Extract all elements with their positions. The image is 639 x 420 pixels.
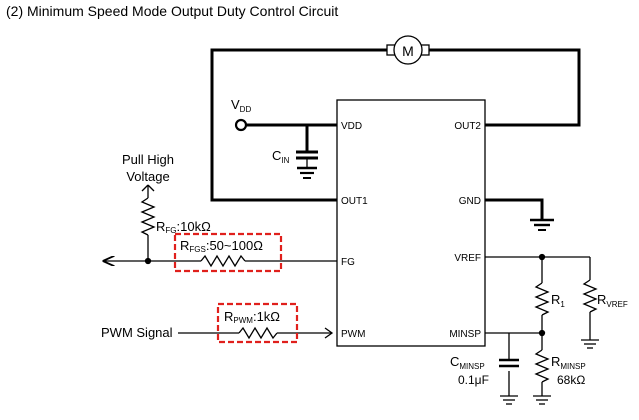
diagram-title: (2) Minimum Speed Mode Output Duty Contr… bbox=[6, 3, 339, 19]
cminsp-ground-symbol bbox=[500, 395, 518, 405]
vdd-label: VDD bbox=[231, 97, 251, 114]
rpwm-label: RPWM:1kΩ bbox=[224, 309, 280, 325]
pull-high-line2: Voltage bbox=[126, 169, 169, 184]
pwm-arrow bbox=[324, 327, 334, 339]
rpwm-resistor bbox=[238, 326, 278, 340]
gnd-symbol bbox=[485, 198, 554, 231]
fg-node bbox=[144, 257, 152, 265]
pin-out2: OUT2 bbox=[454, 121, 481, 132]
motor-symbol: M bbox=[386, 35, 430, 65]
cminsp-capacitor bbox=[499, 358, 519, 368]
ic-body bbox=[336, 99, 486, 347]
pin-gnd: GND bbox=[459, 196, 481, 207]
pin-minsp: MINSP bbox=[449, 329, 481, 340]
r1-resistor bbox=[534, 282, 550, 316]
rfg-label: RFG:10kΩ bbox=[156, 219, 211, 235]
rminsp-resistor bbox=[534, 349, 550, 383]
cin-label: CIN bbox=[272, 148, 290, 165]
rminsp-value: 68kΩ bbox=[557, 373, 585, 387]
rfg-resistor bbox=[140, 184, 156, 261]
cminsp-value: 0.1μF bbox=[458, 373, 489, 387]
r1-label: R1 bbox=[551, 292, 565, 309]
pwm-signal-label: PWM Signal bbox=[101, 325, 173, 340]
vref-ground-symbol bbox=[581, 339, 599, 349]
minsp-node bbox=[538, 329, 546, 337]
rvref-label: RVREF bbox=[597, 292, 628, 309]
pin-vdd: VDD bbox=[341, 121, 362, 132]
pin-pwm: PWM bbox=[341, 329, 365, 340]
pin-out1: OUT1 bbox=[341, 196, 368, 207]
rminsp-ground-symbol bbox=[533, 395, 551, 405]
rvref-resistor bbox=[582, 279, 598, 313]
pin-fg: FG bbox=[341, 257, 355, 268]
rfgs-resistor bbox=[200, 254, 246, 268]
rfgs-label: RFGS:50~100Ω bbox=[180, 238, 263, 254]
pull-high-line1: Pull High bbox=[122, 152, 174, 167]
motor-label: M bbox=[402, 43, 414, 59]
rpwm-highlight-box bbox=[216, 302, 299, 344]
vdd-terminal bbox=[234, 118, 248, 132]
cin-capacitor bbox=[296, 125, 318, 179]
rminsp-label: RMINSP bbox=[551, 354, 586, 371]
cminsp-label: CMINSP bbox=[450, 354, 485, 371]
motor-loop-wire bbox=[210, 48, 387, 202]
pin-vref: VREF bbox=[454, 253, 481, 264]
motor-loop-wire-right bbox=[429, 48, 581, 127]
